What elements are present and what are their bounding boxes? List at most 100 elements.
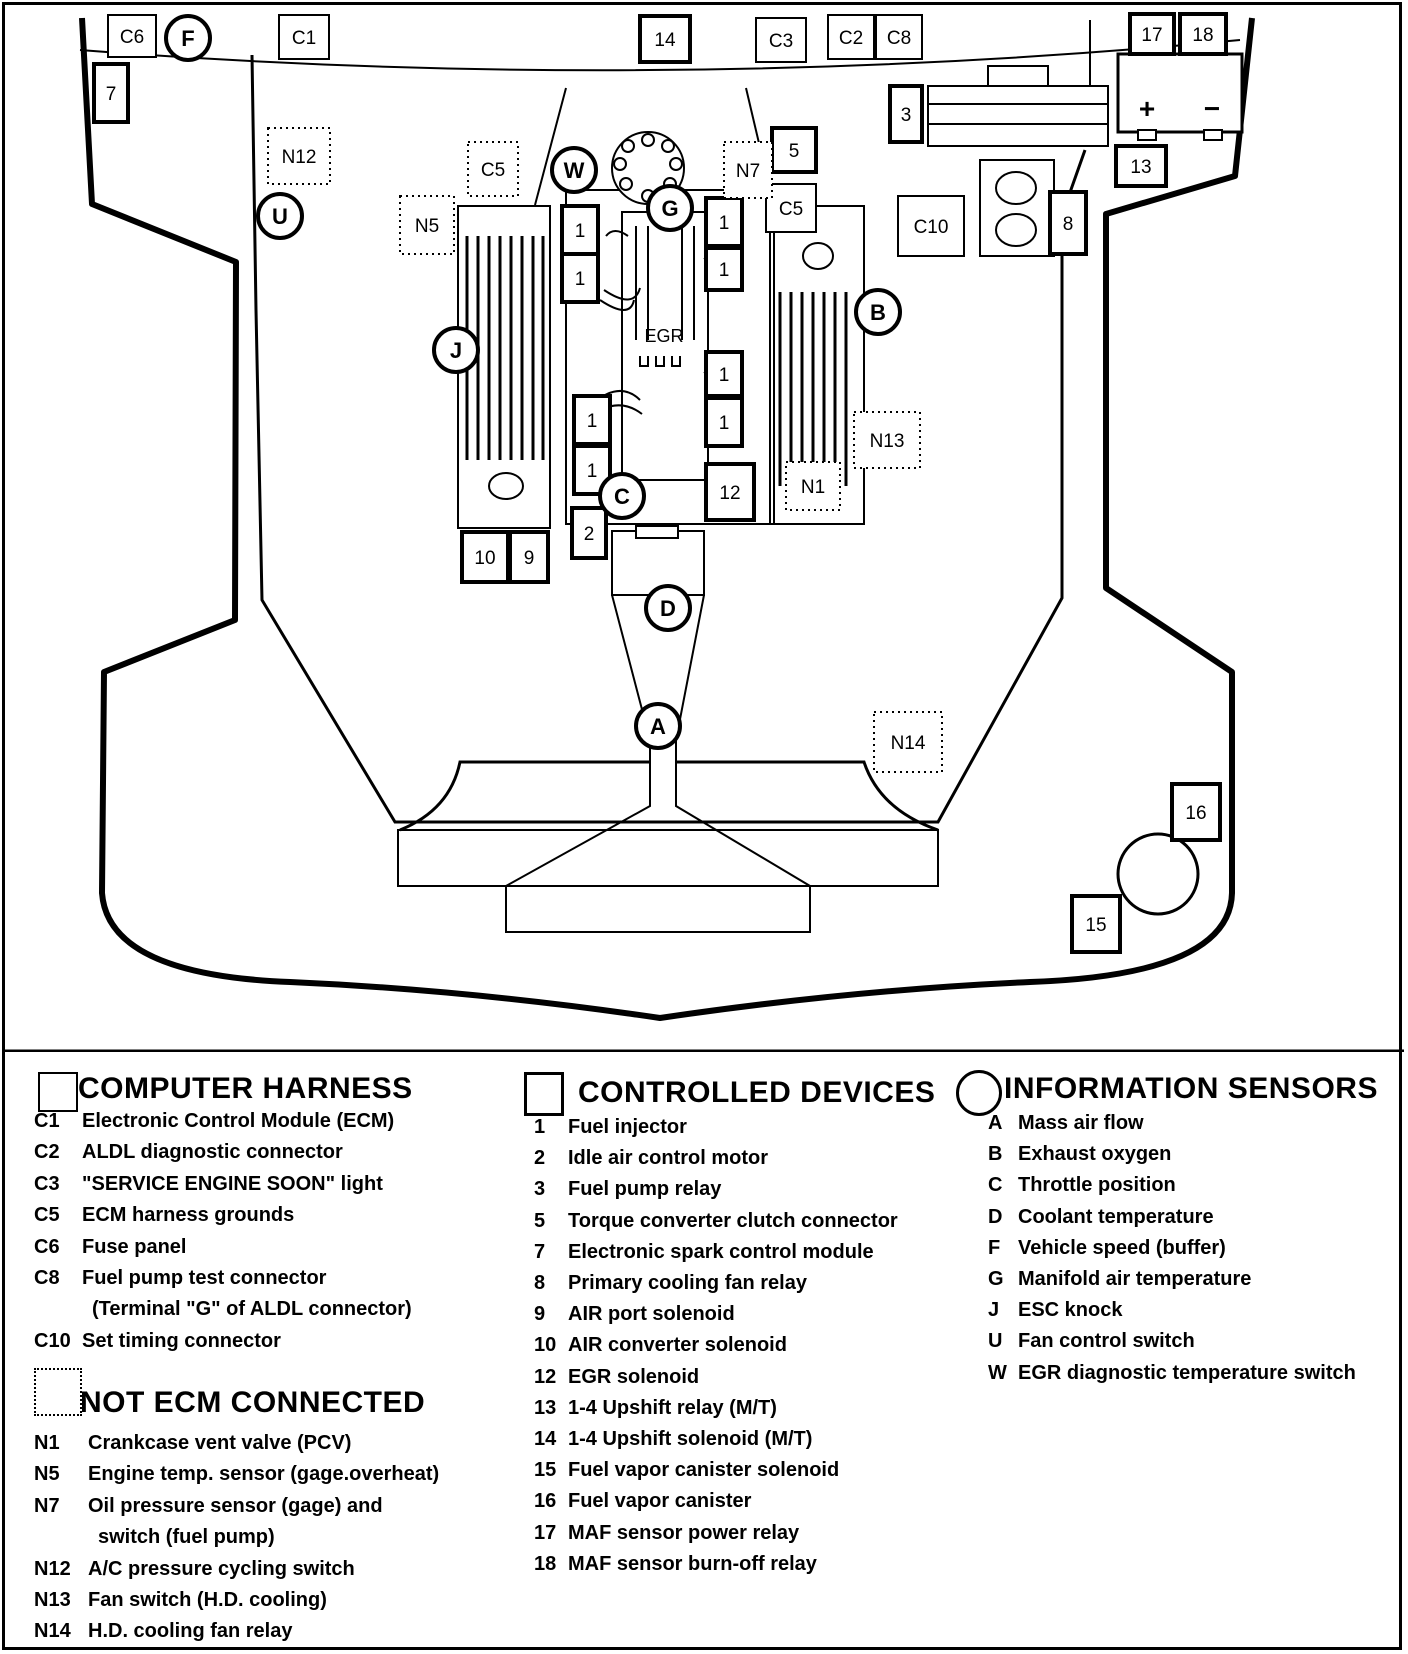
device-label: 1 [575, 221, 586, 242]
device-marker: 15 [1070, 894, 1122, 954]
controlled-devices-title: CONTROLLED DEVICES [578, 1076, 936, 1109]
device-marker: 1 [572, 394, 612, 446]
legend-item: 13 1-4 Upshift relay (M/T) [534, 1396, 777, 1420]
legend-item-desc: Fuel pump test connector [82, 1267, 327, 1289]
sensor-label: G [661, 196, 678, 221]
legend-item-code: N14 [34, 1620, 71, 1643]
harness-label: C10 [914, 217, 949, 238]
legend-item-desc: EGR solenoid [568, 1365, 700, 1388]
legend-item-desc: Fan switch (H.D. cooling) [88, 1589, 327, 1611]
legend-item-desc: Engine temp. sensor (gage.overheat) [88, 1463, 440, 1486]
legend-item-code: B [988, 1143, 1003, 1166]
legend-item-code: C10 [34, 1329, 71, 1352]
legend-item-code: W [988, 1361, 1007, 1384]
device-label: 10 [474, 548, 495, 569]
sensor-marker: D [644, 584, 692, 632]
legend-item: C10 Set timing connector [34, 1329, 281, 1353]
legend-item-desc: Fuel vapor canister solenoid [568, 1459, 840, 1482]
egr-ports [639, 356, 681, 367]
legend-item-code: 1 [534, 1116, 546, 1138]
device-label: 1 [575, 269, 586, 290]
legend-item-code: 3 [534, 1178, 546, 1201]
sensor-marker: B [854, 288, 902, 336]
device-label: 1 [719, 413, 730, 434]
legend-item-desc: Fuel injector [568, 1116, 687, 1138]
legend-item-desc: EGR diagnostic temperature switch [1018, 1361, 1356, 1384]
legend-item-code: 13 [534, 1396, 557, 1419]
device-marker: 16 [1170, 782, 1222, 842]
legend-item-code: 16 [534, 1490, 557, 1513]
sensor-marker: U [256, 192, 304, 240]
harness-label: C2 [839, 28, 863, 49]
legend-item-desc: switch (fuel pump) [98, 1526, 275, 1549]
notecm-label: N12 [282, 147, 317, 168]
harness-marker: C1 [278, 14, 330, 60]
notecm-label: N1 [801, 477, 825, 498]
devices-key-square [524, 1072, 564, 1116]
device-label: 13 [1130, 157, 1151, 178]
legend-item: 1 Fuel injector [534, 1116, 687, 1139]
legend-item-desc: 1-4 Upshift relay (M/T) [568, 1396, 777, 1419]
legend-item-desc: Set timing connector [82, 1329, 281, 1352]
notecm-marker: N12 [267, 127, 331, 185]
legend-item-desc: Manifold air temperature [1018, 1268, 1252, 1290]
intake-runner-block [621, 211, 709, 481]
harness-marker: C5 [765, 183, 817, 233]
device-label: 1 [719, 365, 730, 386]
legend-item-code: N13 [34, 1589, 71, 1611]
relay-block [927, 85, 1109, 147]
legend-item-desc: ESC knock [1018, 1299, 1123, 1322]
legend-item-desc: Idle air control motor [568, 1147, 769, 1170]
notecm-label: N5 [415, 216, 439, 237]
notecm-marker: N14 [873, 711, 943, 773]
legend-item-code: J [988, 1299, 1000, 1322]
legend-item-desc: H.D. cooling fan relay [88, 1620, 293, 1643]
battery-minus: − [1204, 93, 1220, 124]
harness-marker: C10 [897, 195, 965, 257]
legend-item-desc: Torque converter clutch connector [568, 1209, 898, 1232]
harness-marker: C8 [875, 14, 923, 60]
throttle-body [611, 530, 705, 596]
legend-item-desc: ECM harness grounds [82, 1204, 295, 1227]
legend-item-code: N1 [34, 1432, 60, 1454]
notecm-label: N13 [870, 431, 905, 452]
sensor-label: B [870, 300, 886, 325]
not-ecm-connected-title: NOT ECM CONNECTED [80, 1386, 426, 1419]
body-outline [79, 17, 1255, 1021]
device-label: 1 [719, 213, 730, 234]
legend-item-code: 18 [534, 1552, 557, 1575]
legend-item-desc: MAF sensor power relay [568, 1521, 800, 1544]
device-marker: 1 [560, 204, 600, 256]
notecm-marker: N13 [853, 411, 921, 469]
legend-item-code: G [988, 1268, 1004, 1290]
legend-item-desc: "SERVICE ENGINE SOON" light [82, 1172, 383, 1195]
legend-item-code: F [988, 1236, 1001, 1259]
harness-label: C8 [887, 28, 911, 49]
legend-item-desc: Throttle position [1018, 1174, 1176, 1197]
legend-item: 2 Idle air control motor [534, 1147, 768, 1170]
legend-item-code: 2 [534, 1147, 546, 1170]
notecm-marker: N7 [723, 141, 773, 199]
sensor-label: C [614, 484, 630, 509]
legend-item: W EGR diagnostic temperature switch [988, 1361, 1356, 1385]
legend-item-code: 7 [534, 1240, 546, 1263]
intake-runner-lines [635, 226, 695, 340]
notecm-marker: N5 [399, 195, 455, 255]
radiator-support [399, 760, 939, 832]
harness-marker: C6 [107, 14, 157, 58]
battery-plus: + [1139, 93, 1155, 124]
device-label: 2 [584, 524, 595, 545]
sensor-marker: W [550, 146, 598, 194]
